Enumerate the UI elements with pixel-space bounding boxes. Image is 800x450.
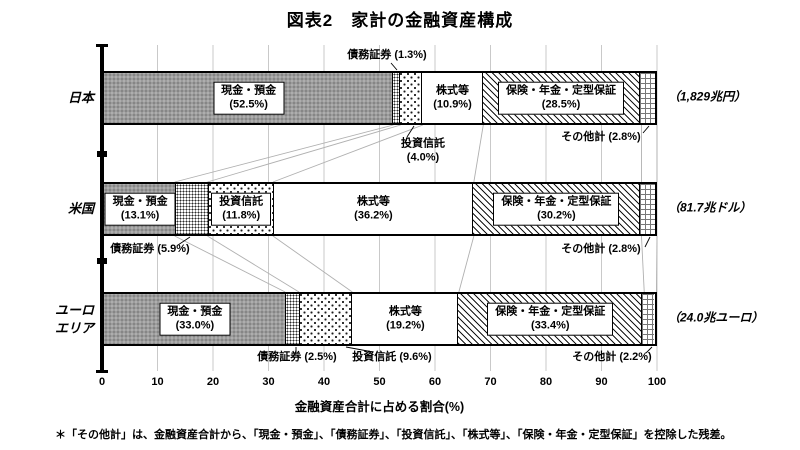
x-tick-label: 40 xyxy=(317,376,331,388)
connector-line xyxy=(272,235,353,293)
footnote: ＊「その他計」は、金融資産合計から、「現金・預金」、「債務証券」、「投資信託」、… xyxy=(55,429,732,441)
leader-line xyxy=(390,62,398,71)
y-axis-tick xyxy=(97,151,107,157)
row-label: ユーロエリア xyxy=(54,302,94,335)
x-tick-label: 80 xyxy=(539,376,553,388)
x-tick-label: 100 xyxy=(647,376,667,388)
x-tick-label: 30 xyxy=(262,376,275,388)
bar-segment-grid xyxy=(642,294,655,344)
bar-segment-fine-dots xyxy=(393,73,401,123)
leader-line xyxy=(645,346,653,354)
connector-line xyxy=(207,124,401,183)
bar-segment-grid xyxy=(639,184,655,234)
segment-label: 保険・年金・定型保証(33.4%) xyxy=(487,302,614,336)
leader-line xyxy=(345,346,374,353)
total-label: （81.7兆ドル） xyxy=(668,200,752,215)
connector-line xyxy=(272,124,423,183)
total-label: （24.0兆ユーロ） xyxy=(668,310,764,325)
bar-segment-gray-stipple xyxy=(104,294,286,344)
x-tick-label: 50 xyxy=(373,376,386,388)
segment-label: 株式等(19.2%) xyxy=(386,305,425,332)
y-axis-bottom-cap xyxy=(96,370,108,373)
outside-label: 債務証券 (1.3%) xyxy=(347,49,427,62)
connector-line xyxy=(174,235,286,293)
y-axis-tick xyxy=(97,258,107,264)
leader-line xyxy=(177,236,191,246)
segment-label: 保険・年金・定型保証(30.2%) xyxy=(493,192,620,226)
segment-label: 現金・預金(52.5%) xyxy=(213,81,285,115)
leader-line xyxy=(644,236,651,248)
connector-line xyxy=(641,235,645,293)
x-tick-label: 10 xyxy=(151,376,164,388)
segment-label: 現金・預金(33.0%) xyxy=(159,302,231,336)
segment-label: 投資信託(11.8%) xyxy=(211,192,272,226)
segment-label: 株式等(36.2%) xyxy=(354,195,393,222)
x-tick-label: 20 xyxy=(206,376,220,388)
x-axis-title: 金融資産合計に占める割合(%) xyxy=(294,400,465,414)
segment-label: 現金・預金(13.1%) xyxy=(104,192,176,226)
y-axis-top-cap xyxy=(96,44,108,47)
bar-segment-fine-dots xyxy=(176,184,209,234)
leader-line xyxy=(406,125,415,138)
outside-label: その他計 (2.8%) xyxy=(561,243,641,256)
bar-segment-sparse-dots xyxy=(299,294,353,344)
total-label: （1,829兆円） xyxy=(668,89,747,104)
row-label: 米国 xyxy=(67,201,94,217)
x-tick-label: 0 xyxy=(98,376,106,388)
x-tick-label: 60 xyxy=(428,376,442,388)
outside-label: その他計 (2.8%) xyxy=(561,131,641,144)
segment-label: 保険・年金・定型保証(28.5%) xyxy=(498,81,625,115)
outside-label: 投資信託(4.0%) xyxy=(401,137,445,163)
bar-segment-plain-white xyxy=(273,184,474,234)
bar-segment-plain-white xyxy=(352,294,459,344)
connector-line xyxy=(207,235,300,293)
x-tick-label: 70 xyxy=(484,376,497,388)
outside-label: その他計 (2.2%) xyxy=(572,351,652,364)
connector-line xyxy=(655,235,658,293)
connector-line xyxy=(174,124,394,183)
connector-line xyxy=(473,124,484,183)
leader-line xyxy=(642,125,650,134)
row-label: 日本 xyxy=(67,90,94,106)
outside-label: 債務証券 (5.9%) xyxy=(110,243,190,256)
connector-line xyxy=(458,235,475,293)
x-tick-label: 90 xyxy=(595,376,608,388)
bar-segment-fine-dots xyxy=(285,294,300,344)
outside-label: 債務証券 (2.5%) xyxy=(257,351,337,364)
page-title: 図表2 家計の金融資産構成 xyxy=(286,11,514,30)
bar-segment-grid xyxy=(639,73,655,123)
bar-segment-sparse-dots xyxy=(400,73,423,123)
segment-label: 株式等(10.9%) xyxy=(433,84,472,111)
outside-label: 投資信託 (9.6%) xyxy=(352,351,432,364)
bar-segment-plain-white xyxy=(422,73,483,123)
